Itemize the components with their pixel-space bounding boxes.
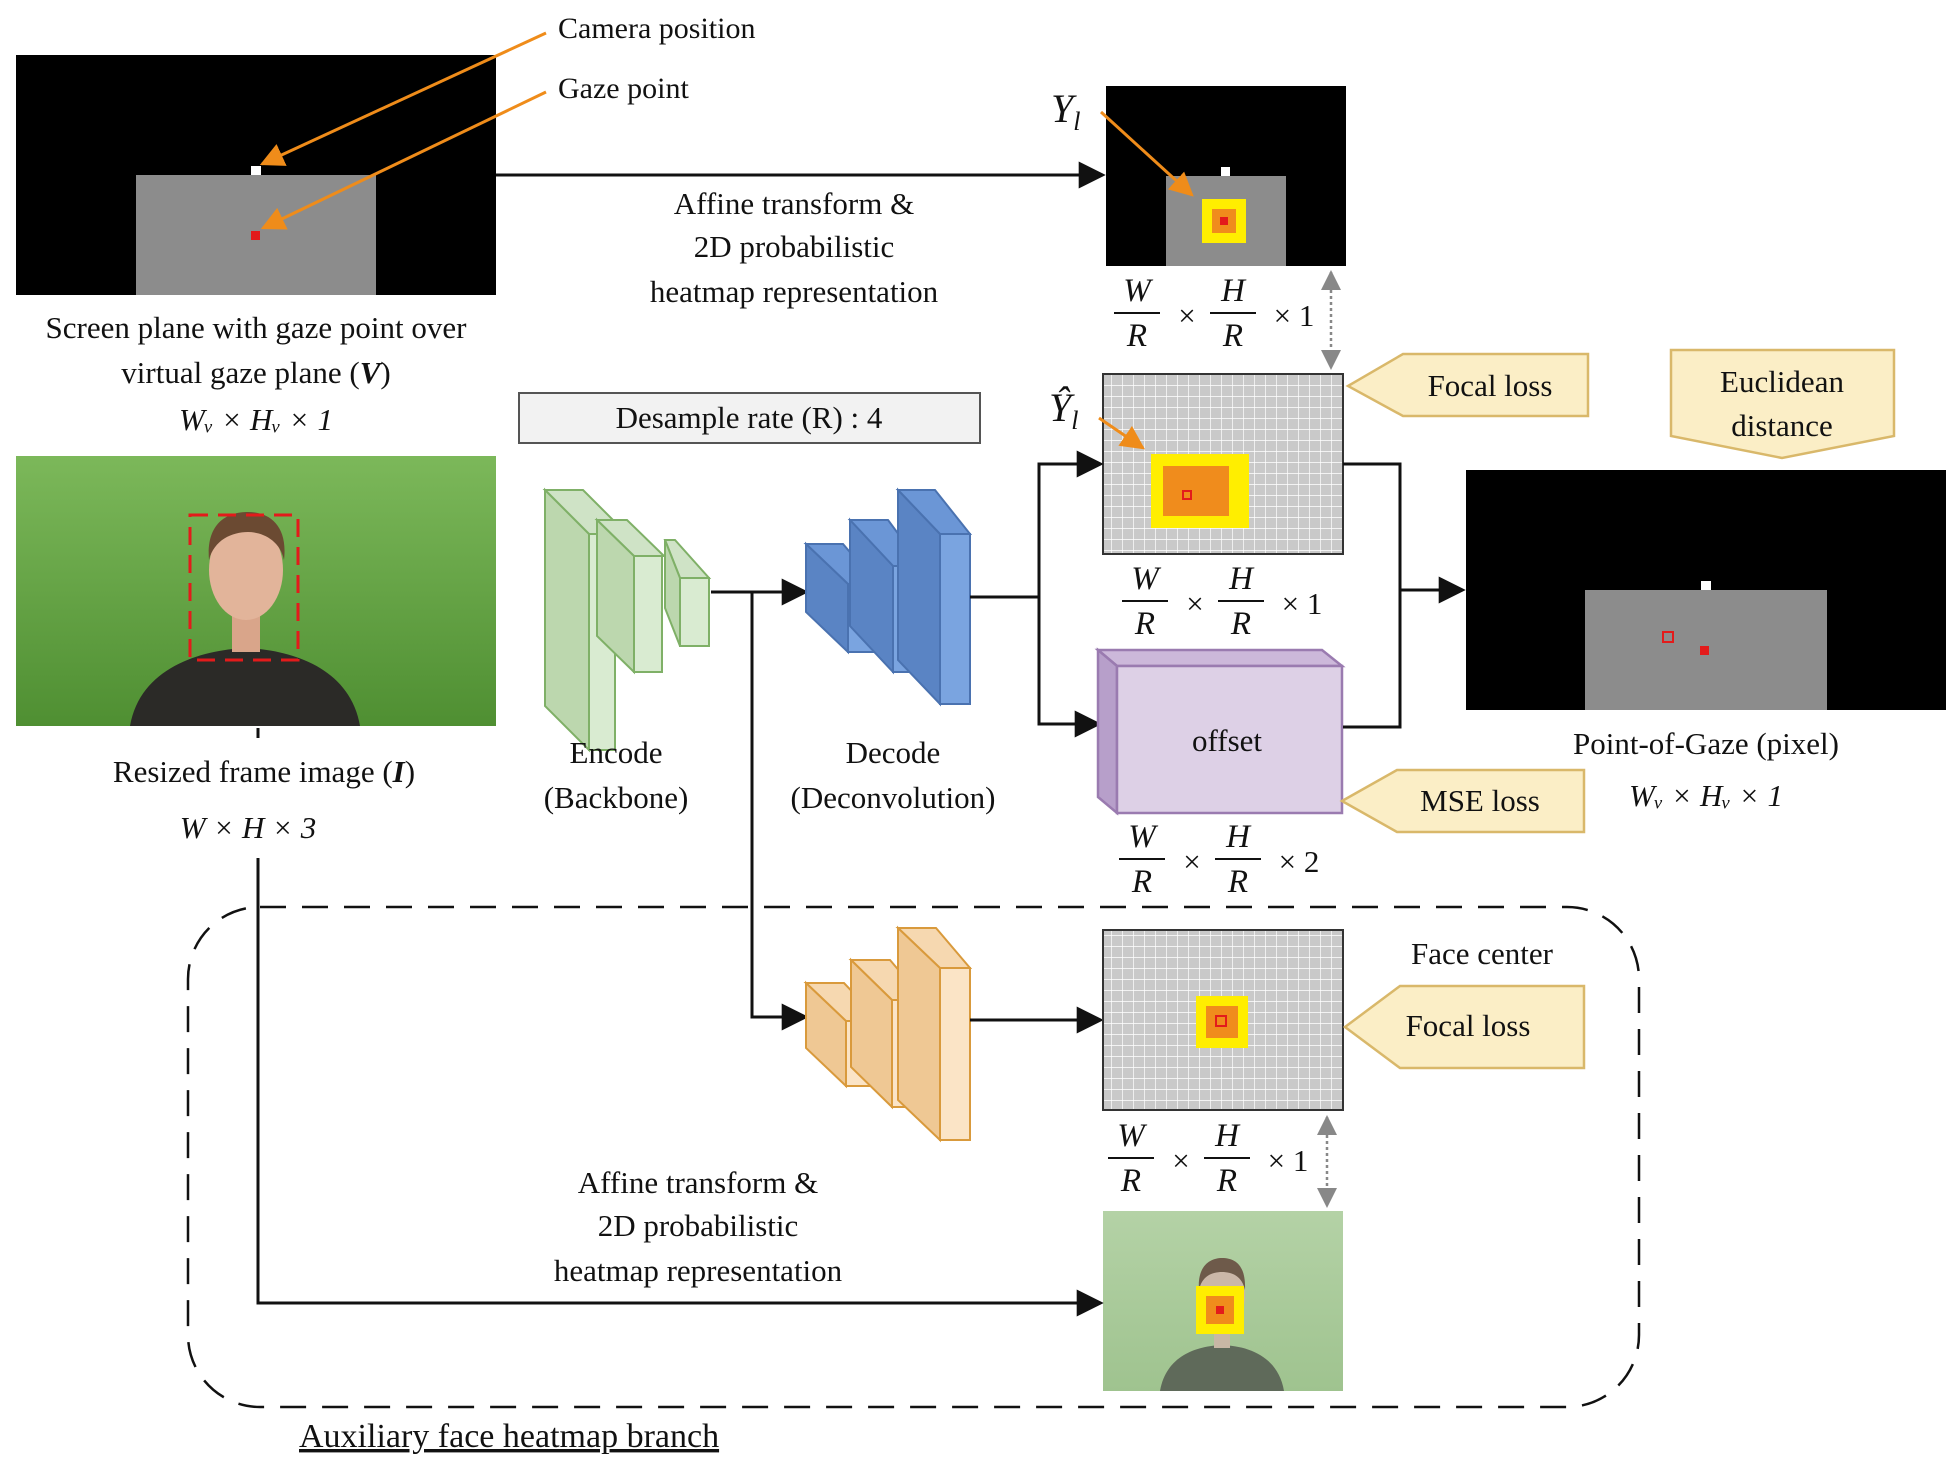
encoder-block — [542, 487, 712, 753]
frame-to-face-gt-arrow — [256, 858, 1104, 1317]
focal-loss-face-label: Focal loss — [1406, 1008, 1531, 1043]
bottom-transform-line2: 2D probabilistic — [598, 1208, 799, 1243]
camera-position-label: Camera position — [558, 12, 755, 45]
svg-text:H: H — [1214, 1118, 1241, 1154]
dims-face-heatmap: W R × H R × 1 — [1108, 1118, 1308, 1199]
svg-text:W: W — [1128, 819, 1158, 855]
svg-text:R: R — [1227, 864, 1248, 900]
focal-loss-top-label: Focal loss — [1428, 368, 1553, 403]
decoder-to-offset-arrow — [1037, 597, 1102, 738]
svg-text:×: × — [1178, 298, 1195, 333]
svg-text:R: R — [1222, 318, 1243, 354]
euclidean-distance-line2: distance — [1731, 408, 1833, 443]
auxiliary-branch-title: Auxiliary face heatmap branch — [299, 1418, 719, 1455]
euclidean-distance-tag — [1669, 348, 1896, 460]
output-caption: Point-of-Gaze (pixel) — [1573, 726, 1839, 761]
decoder-to-heatmap-arrow — [970, 450, 1104, 599]
svg-text:× 1: × 1 — [1282, 586, 1323, 621]
bottom-transform-line3: heatmap representation — [554, 1253, 843, 1288]
output-dims: Wᵥ × Hᵥ × 1 — [1629, 778, 1783, 813]
svg-text:R: R — [1134, 606, 1155, 642]
gaze-point-marker — [251, 231, 260, 240]
ground-truth-heatmap — [1106, 86, 1346, 266]
heatmap-pred-arrow — [1098, 416, 1145, 450]
predicted-heatmap — [1102, 373, 1344, 555]
focal-loss-face-tag — [1342, 984, 1586, 1070]
camera-position-arrow — [259, 31, 547, 166]
svg-text:×: × — [1183, 844, 1200, 879]
svg-text:W: W — [1117, 1118, 1147, 1154]
camera-marker — [251, 166, 261, 175]
mse-loss-label: MSE loss — [1420, 783, 1540, 818]
point-of-gaze-output — [1466, 470, 1946, 710]
screen-plane-caption-line2: virtual gaze plane (V) — [121, 355, 390, 390]
dims-pred-heatmap: W R × H R × 1 — [1122, 561, 1322, 642]
face-ground-truth-image — [1103, 1211, 1343, 1391]
offset-block — [1094, 647, 1346, 816]
svg-text:×: × — [1172, 1143, 1189, 1178]
svg-text:× 1: × 1 — [1274, 298, 1315, 333]
top-transform-line3: heatmap representation — [650, 274, 939, 309]
focal-loss-top-tag — [1345, 352, 1590, 418]
svg-text:×: × — [1186, 586, 1203, 621]
face-bounding-box — [188, 513, 300, 662]
svg-text:H: H — [1225, 819, 1252, 855]
person-hair — [208, 512, 285, 560]
auxiliary-branch-frame — [186, 905, 1641, 1409]
gaze-point-arrow — [260, 90, 547, 230]
heatmap-gt-symbol: Yl — [1051, 86, 1080, 136]
svg-text:× 2: × 2 — [1279, 844, 1320, 879]
heatmap-gt-arrow — [1099, 110, 1194, 197]
top-transform-line1: Affine transform & — [674, 186, 914, 221]
frame-image-caption: Resized frame image (I) — [113, 754, 415, 789]
true-gaze-marker — [1700, 646, 1709, 655]
svg-text:W: W — [1131, 561, 1161, 597]
person-body — [130, 648, 360, 726]
svg-text:R: R — [1126, 318, 1147, 354]
euclidean-distance-line1: Euclidean — [1720, 364, 1844, 399]
top-transform-line2: 2D probabilistic — [694, 229, 895, 264]
dims-offset: W R × H R × 2 — [1119, 819, 1319, 900]
bottom-transform-line1: Affine transform & — [578, 1165, 818, 1200]
mse-loss-tag — [1339, 768, 1586, 834]
screen-plane-dims: Wᵥ × Hᵥ × 1 — [179, 402, 333, 437]
encoder-label-line2: (Backbone) — [544, 780, 689, 815]
svg-text:R: R — [1131, 864, 1152, 900]
decoder-block — [803, 487, 973, 707]
person-face — [209, 520, 283, 620]
desample-rate-label: Desample rate (R) : 4 — [616, 400, 883, 435]
decoder-label-line2: (Deconvolution) — [791, 780, 996, 815]
svg-text:R: R — [1230, 606, 1251, 642]
svg-text:W: W — [1123, 273, 1153, 309]
predicted-gaze-marker — [1662, 631, 1674, 643]
svg-text:H: H — [1228, 561, 1255, 597]
svg-text:R: R — [1120, 1163, 1141, 1199]
decoder-label-line1: Decode — [846, 735, 941, 770]
heatmap-pred-symbol: Ŷl — [1049, 385, 1078, 435]
frame-image — [16, 456, 496, 726]
offset-label: offset — [1192, 723, 1262, 758]
aux-decoder-block — [803, 925, 973, 1143]
face-center-label: Face center — [1411, 936, 1554, 971]
face-center-heatmap — [1102, 929, 1344, 1111]
dims-gt-heatmap: W R × H R × 1 — [1114, 273, 1314, 354]
svg-text:R: R — [1216, 1163, 1237, 1199]
svg-text:× 1: × 1 — [1268, 1143, 1309, 1178]
gaze-point-label: Gaze point — [558, 72, 689, 105]
screen-plane-image — [16, 55, 496, 295]
desample-rate-box — [518, 392, 981, 444]
encoder-label-line1: Encode — [570, 735, 663, 770]
frame-image-dims: W × H × 3 — [180, 810, 317, 845]
encoder-to-aux-arrow — [750, 592, 809, 1031]
heads-merge-line — [1343, 462, 1402, 729]
svg-text:H: H — [1220, 273, 1247, 309]
screen-plane-caption-line1: Screen plane with gaze point over — [46, 310, 468, 345]
